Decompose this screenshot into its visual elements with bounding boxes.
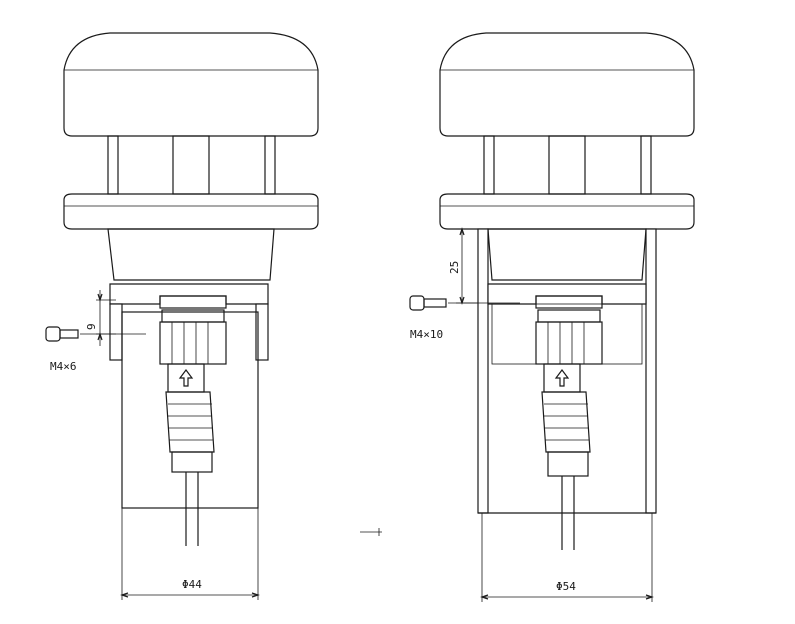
right-view: M4×10 25 Φ54 bbox=[409, 32, 695, 602]
left-flange bbox=[63, 193, 319, 230]
stray-mark bbox=[360, 528, 382, 536]
right-screw-label: M4×10 bbox=[410, 328, 443, 341]
left-dome-cap bbox=[63, 32, 319, 137]
left-diameter-value: Φ44 bbox=[182, 578, 202, 591]
left-body bbox=[107, 228, 275, 281]
right-body bbox=[487, 228, 647, 281]
right-mounting-tube bbox=[487, 228, 647, 514]
right-dome-cap bbox=[439, 32, 695, 137]
right-housing-section bbox=[487, 283, 647, 305]
right-diameter-dimension bbox=[480, 513, 654, 602]
right-height-dimension bbox=[456, 227, 478, 305]
left-screw-label: M4×6 bbox=[50, 360, 77, 373]
left-view: M4×6 9 Φ44 bbox=[45, 32, 319, 600]
left-diameter-dimension bbox=[120, 508, 260, 600]
left-height-dimension bbox=[96, 290, 116, 346]
left-housing-section bbox=[109, 283, 269, 305]
right-flange bbox=[439, 193, 695, 230]
right-support-columns bbox=[483, 135, 652, 195]
left-mounting-tube bbox=[121, 311, 259, 509]
left-connector bbox=[159, 295, 227, 546]
right-connector bbox=[535, 295, 603, 550]
right-height-value: 25 bbox=[448, 261, 461, 274]
right-diameter-value: Φ54 bbox=[556, 580, 576, 593]
left-height-value: 9 bbox=[85, 323, 98, 330]
left-support-columns bbox=[107, 135, 276, 195]
